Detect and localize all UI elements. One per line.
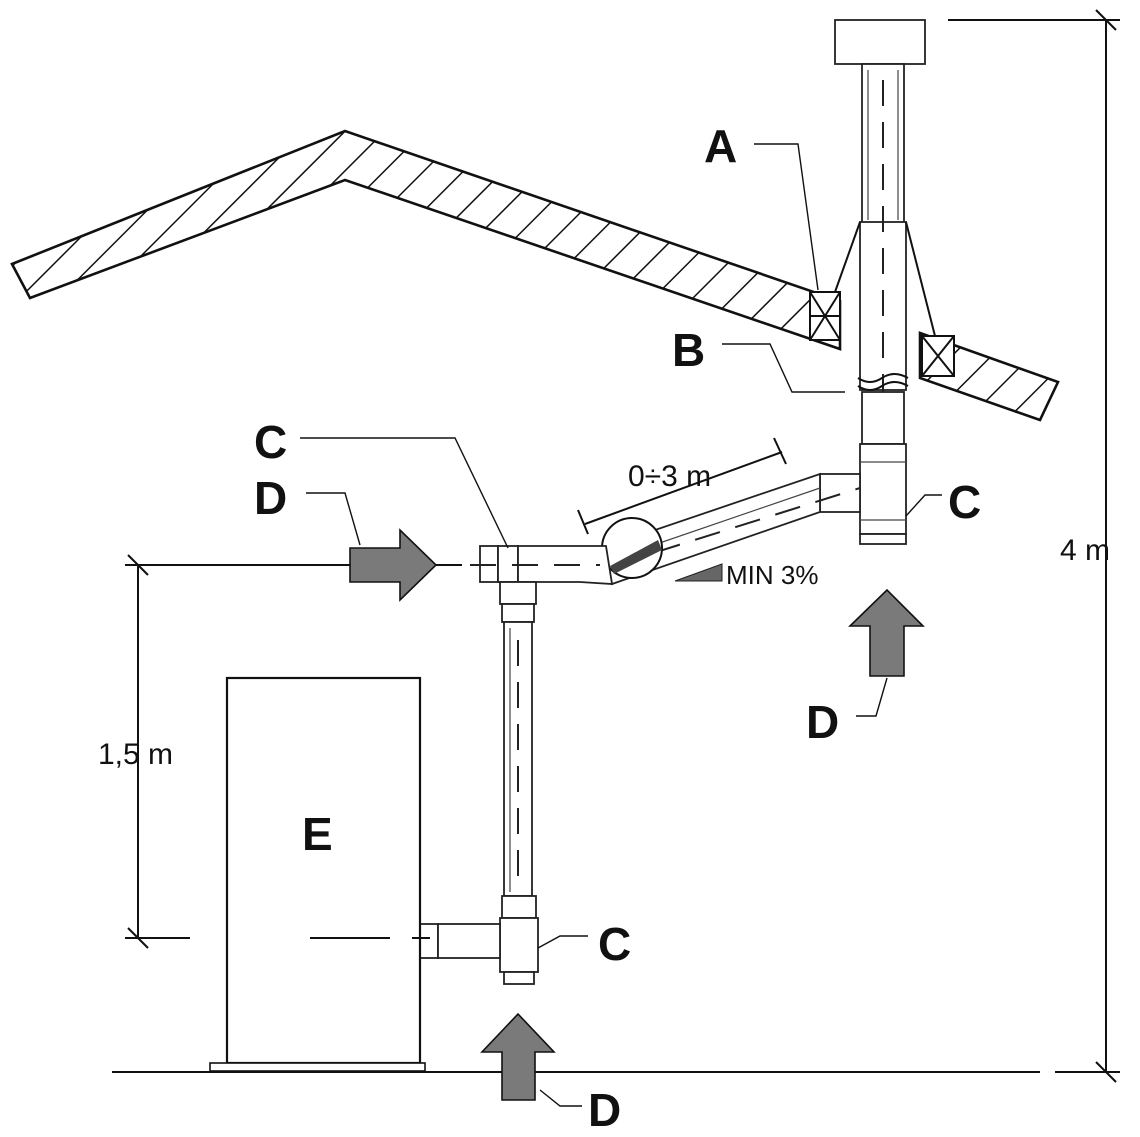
label-d-left: D	[254, 472, 287, 524]
roof-seal-right	[921, 335, 955, 377]
leader-b	[722, 343, 845, 393]
air-arrow-horizontal	[349, 528, 438, 602]
sloped-flue-pipe	[601, 472, 861, 586]
roof-left-slope	[10, 129, 842, 351]
chimney-terminal	[834, 19, 936, 520]
label-a: A	[704, 120, 737, 172]
label-c-top: C	[254, 416, 287, 468]
slope-detail-mark	[610, 540, 662, 574]
roof	[10, 129, 1060, 422]
label-c-right: C	[948, 476, 981, 528]
slope-triangle-icon	[674, 563, 723, 582]
roof-seal-left	[809, 291, 841, 341]
label-inlet-height: 1,5 m	[98, 738, 173, 771]
label-slope: MIN 3%	[726, 560, 818, 590]
label-horizontal-run: 0÷3 m	[628, 460, 711, 493]
leader-c-right	[905, 494, 942, 517]
vertical-flue-pipe-left	[503, 621, 533, 897]
terminal-bottom-pipe	[861, 391, 905, 445]
leader-c-top	[300, 437, 509, 549]
leader-d-bottom	[539, 1089, 582, 1107]
label-d-right: D	[806, 696, 839, 748]
dimension-horizontal-run	[577, 437, 787, 535]
air-arrow-up-right	[848, 588, 925, 677]
tee-fitting-right	[819, 443, 907, 545]
label-d-bottom: D	[588, 1084, 621, 1132]
air-arrow-up-bottom	[480, 1012, 556, 1101]
leader-c-bottom	[537, 935, 588, 949]
leader-a	[754, 143, 819, 291]
label-e: E	[302, 808, 333, 860]
dimension-inlet-height	[125, 554, 462, 949]
tee-fitting-bottom	[419, 895, 539, 985]
label-c-bottom: C	[598, 918, 631, 970]
leader-d-right	[856, 677, 888, 717]
label-total-height: 4 m	[1060, 534, 1110, 567]
boiler-unit	[209, 676, 426, 1072]
dimension-total-height	[948, 9, 1120, 1083]
leader-d-left	[306, 492, 361, 546]
terminal-cap	[834, 19, 926, 65]
label-b: B	[672, 324, 705, 376]
tee-fitting-top-left	[470, 545, 614, 623]
